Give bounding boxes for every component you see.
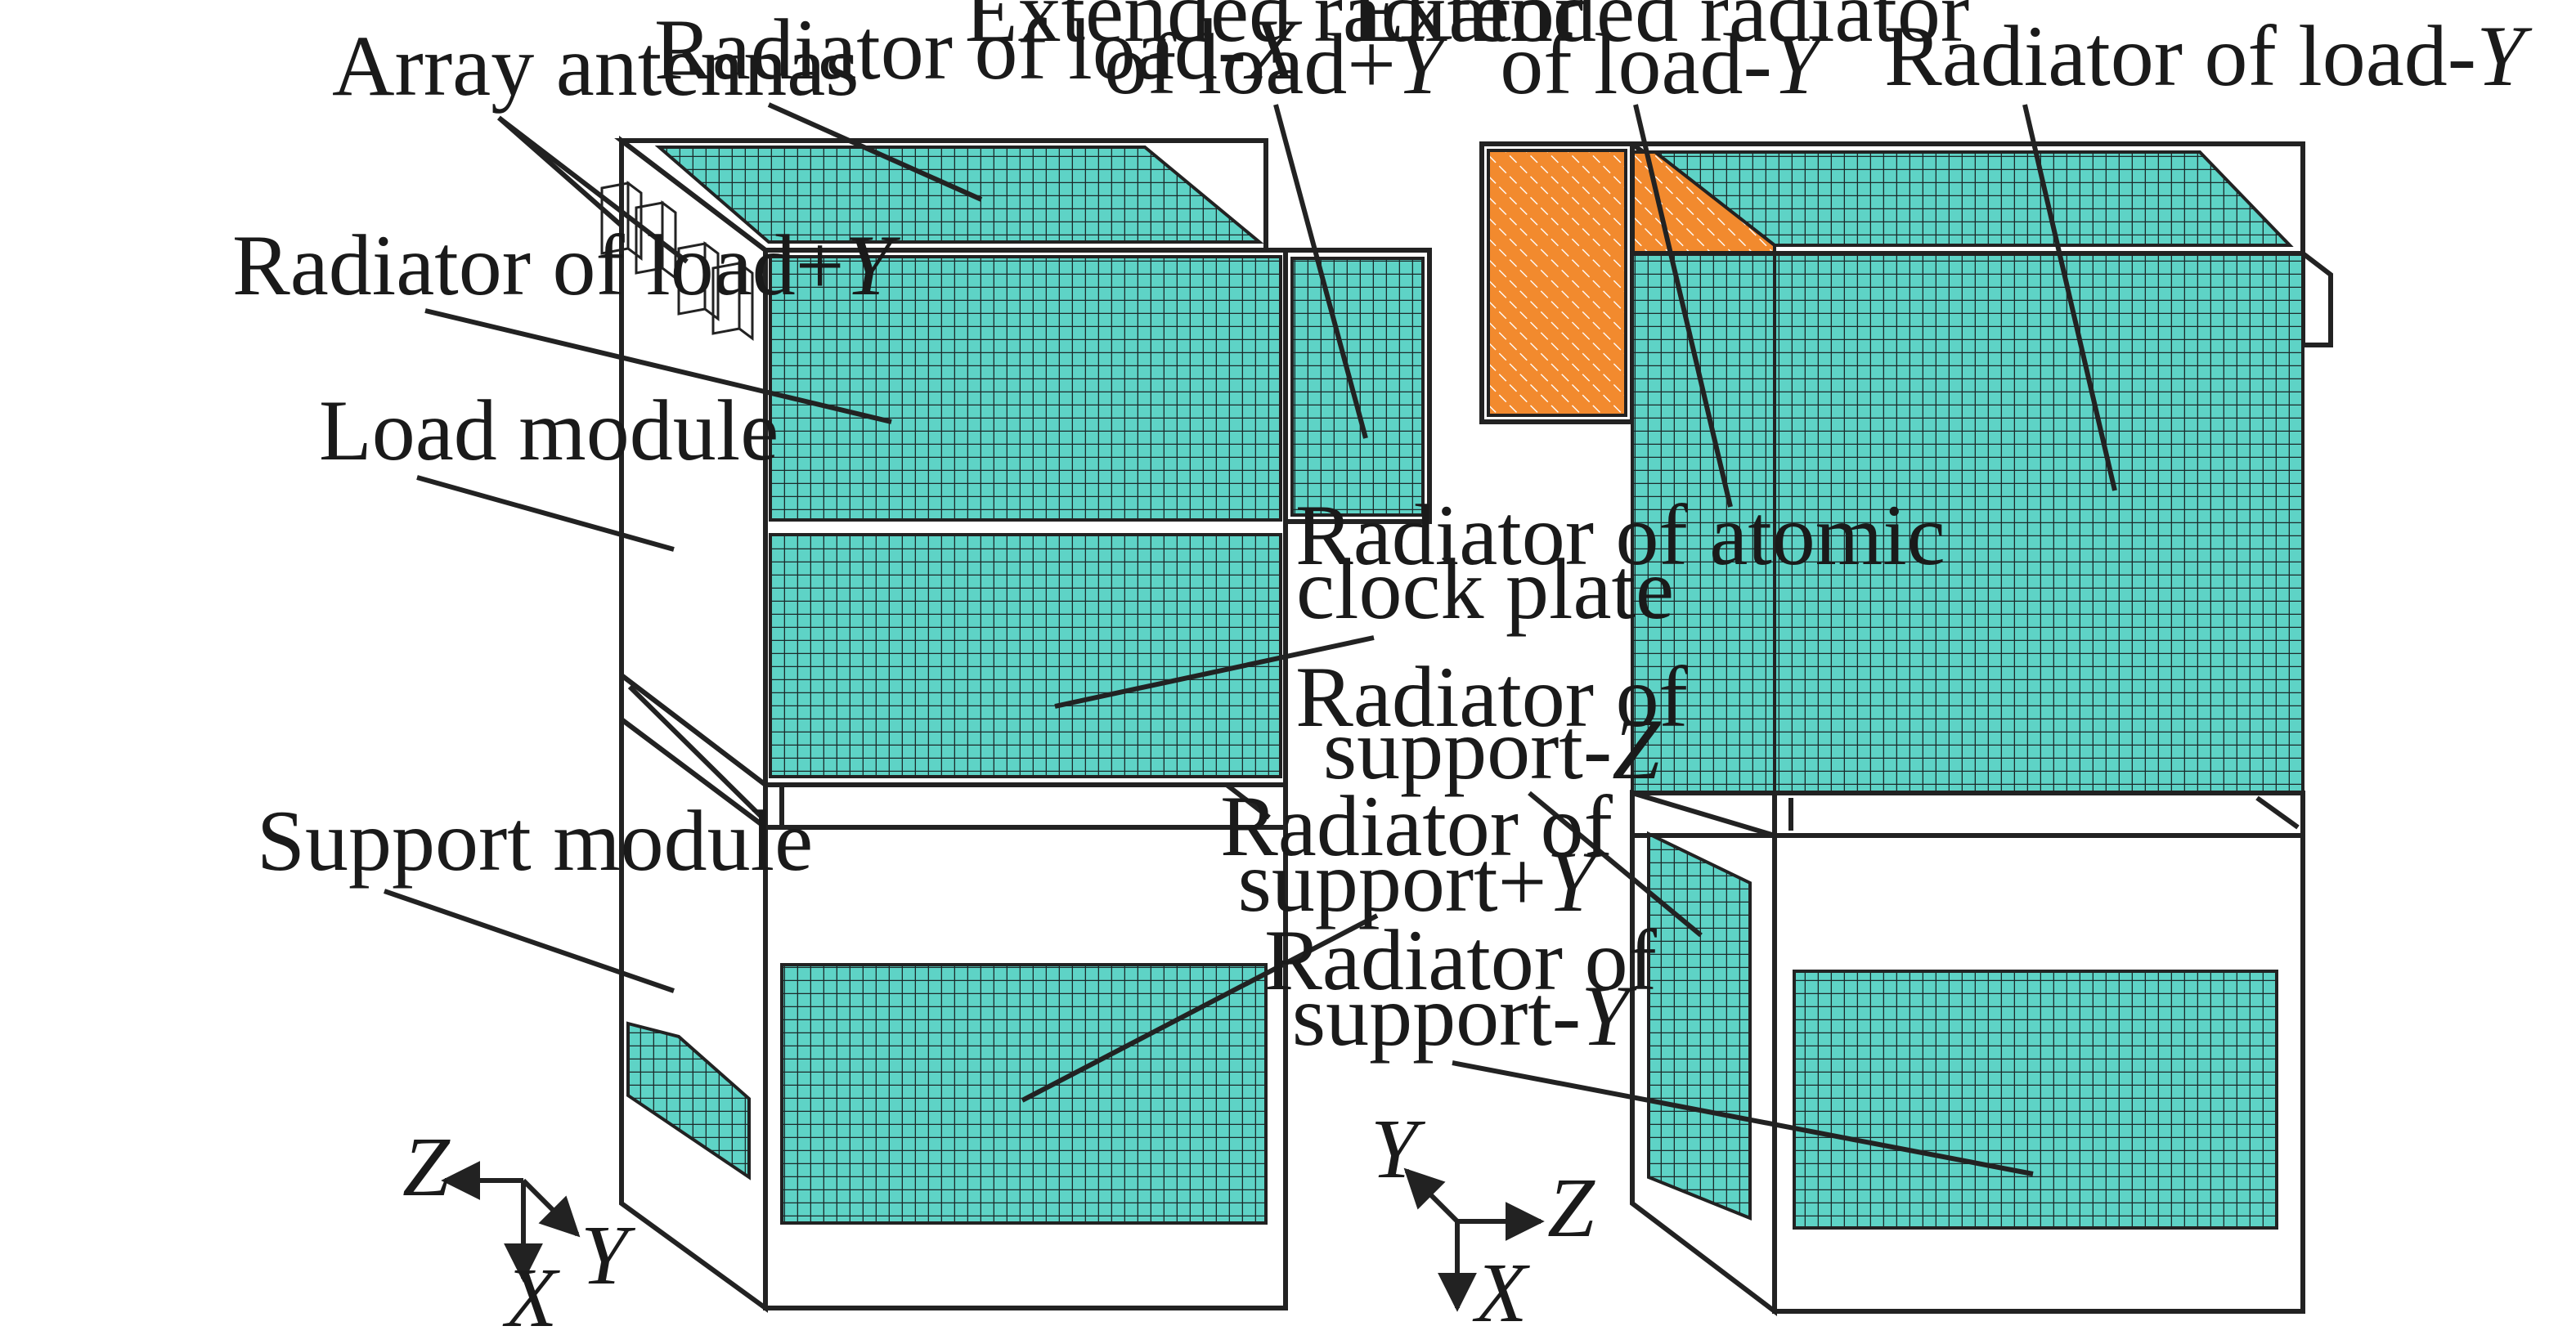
support-module-front-face — [763, 825, 1288, 1310]
label-radiator-support-minus-y-line1: Radiator of — [1264, 912, 1657, 1008]
radiator-load-plus-y-panel — [769, 255, 1282, 522]
array-antenna-boxes — [600, 181, 754, 341]
axes-left: Z Y X — [402, 1120, 636, 1344]
right-side-tab — [2300, 248, 2333, 347]
label-radiator-atomic-clock-line2: clock plate — [1296, 541, 1674, 637]
radiator-load-minus-x-panel — [654, 146, 1264, 244]
axes-right: Z Y X — [1371, 1102, 1595, 1340]
label-load-module: Load module — [319, 383, 779, 478]
radiator-support-minus-z-panel — [1647, 831, 1752, 1221]
label-radiator-support-minus-z-line1: Radiator of — [1295, 649, 1688, 745]
module-gap-front — [763, 782, 1288, 830]
radiator-support-side-panel — [626, 1021, 751, 1180]
extended-radiator-plus-y-frame — [1283, 248, 1432, 524]
right-satellite-view — [1479, 141, 2333, 1317]
label-extended-radiator-minus-y-line1: Extended radiator — [1351, 0, 1969, 60]
load-minus-z-face — [1631, 252, 1776, 795]
radiator-support-plus-y-panel — [780, 963, 1268, 1225]
label-radiator-load-minus-y: Radiator of load-Y — [1884, 8, 2533, 104]
labels: Array antennas Radiator of load-X Extend… — [232, 0, 2533, 1064]
radiator-support-minus-y-panel — [1793, 970, 2278, 1230]
label-radiator-load-minus-x: Radiator of load-X — [654, 2, 1303, 97]
label-radiator-support-minus-y-line2: support-Y — [1292, 968, 1637, 1064]
label-radiator-atomic-clock-line1: Radiator of atomic — [1295, 487, 1945, 583]
extended-radiator-plus-y-panel — [1290, 257, 1425, 517]
axis-right-x: X — [1472, 1246, 1530, 1340]
axis-left-z: Z — [402, 1120, 451, 1214]
leader-lines — [384, 102, 2117, 1176]
left-satellite-view — [600, 135, 1432, 1313]
radiator-atomic-clock-panel — [769, 533, 1282, 778]
label-radiator-support-plus-y-line1: Radiator of — [1220, 778, 1613, 874]
label-array-antennas: Array antennas — [332, 18, 859, 114]
right-module-gap — [1630, 791, 2305, 838]
radiator-load-minus-y-panel — [1773, 252, 2304, 795]
axis-right-z: Z — [1547, 1161, 1595, 1255]
label-radiator-load-plus-y: Radiator of load+Y — [232, 217, 901, 313]
extended-radiator-minus-y-panel — [1487, 149, 1627, 417]
label-support-module: Support module — [257, 793, 813, 889]
label-extended-radiator-minus-y-line2: of load-Y — [1500, 16, 1829, 112]
support-minus-y-face — [1772, 833, 2305, 1314]
axis-left-y: Y — [581, 1208, 636, 1302]
label-extended-radiator-plus-y-line1: Extended radiator — [965, 0, 1583, 60]
axis-right-y: Y — [1371, 1102, 1426, 1196]
label-radiator-support-minus-z-line2: support-Z — [1323, 701, 1661, 797]
axis-left-x: X — [502, 1251, 560, 1344]
label-radiator-support-plus-y-line2: support+Y — [1238, 834, 1604, 930]
label-extended-radiator-plus-y-line2: of load+Y — [1104, 16, 1452, 112]
